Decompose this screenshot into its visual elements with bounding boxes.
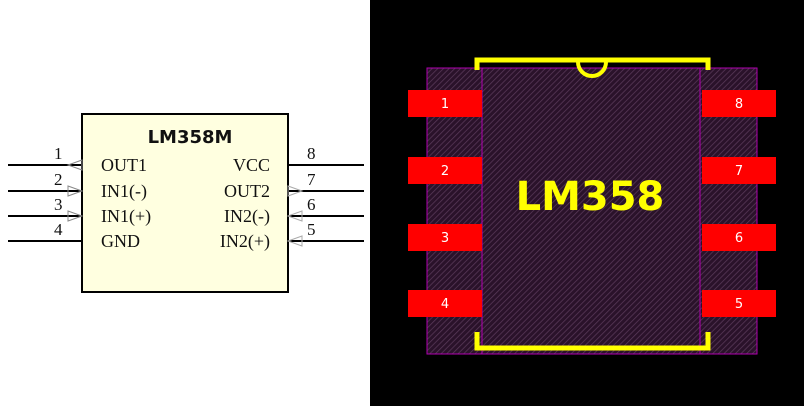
pin-number: 6 xyxy=(307,195,316,214)
pad xyxy=(408,290,482,317)
pad-number: 2 xyxy=(441,164,449,179)
pad-number: 6 xyxy=(735,231,743,246)
component-body-outline xyxy=(481,67,701,355)
pin-input-arrow xyxy=(67,210,84,222)
pad xyxy=(408,224,482,251)
pad-number: 3 xyxy=(441,231,449,246)
pin-number: 2 xyxy=(54,170,63,189)
pin-label: GND xyxy=(101,231,140,251)
pin-label: OUT1 xyxy=(101,155,147,175)
pcb-footprint: 1 2 3 4 8 7 6 5 LM358 xyxy=(370,0,804,406)
pin-input-arrow xyxy=(286,235,303,247)
pin-label: OUT2 xyxy=(224,181,270,201)
pad xyxy=(408,157,482,184)
pin-number: 8 xyxy=(307,144,316,163)
pad xyxy=(702,90,776,117)
pin-input-arrow xyxy=(286,210,303,222)
pad xyxy=(408,90,482,117)
pin-number: 4 xyxy=(54,220,63,239)
pin-label: IN1(-) xyxy=(101,181,147,202)
pin-number: 7 xyxy=(307,170,316,189)
pin-number: 1 xyxy=(54,144,63,163)
pin-label: IN2(+) xyxy=(220,231,270,252)
silkscreen-bottom xyxy=(474,332,711,351)
pad xyxy=(702,290,776,317)
pad-number: 4 xyxy=(441,297,449,312)
pin-output-arrow xyxy=(287,185,304,197)
pin-label: IN2(-) xyxy=(224,206,270,227)
pin-label: VCC xyxy=(233,155,270,175)
component-body xyxy=(81,113,289,293)
pin-output-arrow xyxy=(66,159,83,171)
pad-number: 5 xyxy=(735,297,743,312)
silkscreen-top xyxy=(474,57,711,70)
pin1-notch xyxy=(576,61,608,78)
pin-number: 3 xyxy=(54,195,63,214)
pin-input-arrow xyxy=(67,185,84,197)
pad-number: 1 xyxy=(441,97,449,112)
pcb-part-name: LM358 xyxy=(516,174,665,220)
pad xyxy=(702,224,776,251)
pin-number: 5 xyxy=(307,220,316,239)
pad xyxy=(702,157,776,184)
pad-number: 7 xyxy=(735,164,743,179)
pin-label: IN1(+) xyxy=(101,206,151,227)
schematic-symbol: LM358M 1 2 3 4 OUT1 IN1(-) IN1(+) GND 8 … xyxy=(0,0,370,406)
pad-number: 8 xyxy=(735,97,743,112)
component-name: LM358M xyxy=(148,127,233,148)
